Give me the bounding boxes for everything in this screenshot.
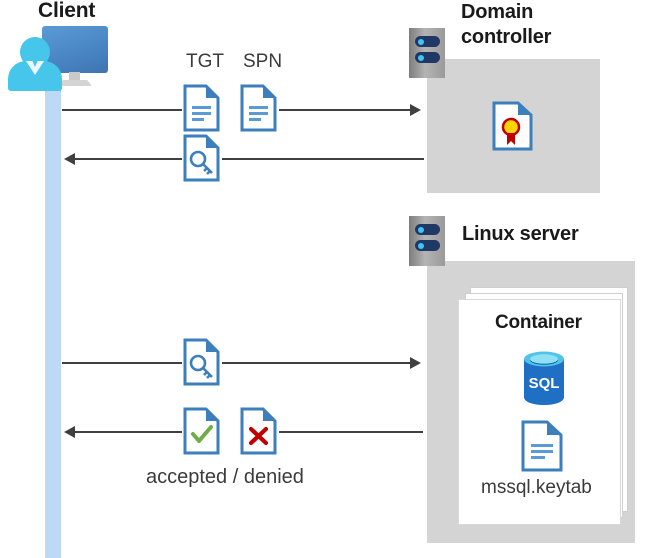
spn-document-icon (240, 84, 277, 132)
domain-controller-label-line1: Domain (461, 1, 534, 23)
msg-tgt-spn-request-line-right (279, 109, 411, 111)
msg-auth-result-arrowhead (64, 426, 75, 438)
tgt-document-icon (183, 84, 220, 132)
domain-controller-rack-icon (409, 28, 445, 78)
user-at-monitor-icon (6, 24, 108, 91)
key-document-icon-top (183, 134, 220, 182)
sql-database-text: SQL (529, 375, 560, 392)
msg-service-ticket-response-line-left (74, 158, 182, 160)
check-mark-icon (191, 425, 213, 443)
monitor-base-icon (58, 80, 92, 86)
monitor-neck-icon (69, 72, 80, 82)
tgt-label: TGT (186, 51, 224, 72)
person-collar-icon (26, 61, 44, 75)
key-document-icon-bottom (183, 338, 220, 386)
container-card-front (458, 299, 621, 525)
msg-ticket-presented-line-right (222, 362, 411, 364)
linux-server-rack-icon (409, 216, 445, 266)
denied-document-icon (240, 407, 277, 455)
msg-auth-result-line-right (279, 431, 423, 433)
container-label: Container (495, 312, 582, 333)
msg-ticket-presented-arrowhead (410, 357, 421, 369)
keytab-document-icon (521, 420, 563, 472)
msg-service-ticket-response-line-right (222, 158, 424, 160)
client-lifeline (45, 60, 61, 558)
keytab-filename-label: mssql.keytab (481, 477, 592, 498)
msg-auth-result-line-left (74, 431, 182, 433)
linux-server-label: Linux server (462, 223, 579, 245)
auth-result-label: accepted / denied (146, 466, 304, 488)
sql-database-icon: SQL (521, 350, 567, 406)
person-body-icon (8, 61, 62, 91)
cross-mark-icon (248, 426, 269, 446)
msg-service-ticket-response-arrowhead (64, 153, 75, 165)
spn-label: SPN (243, 51, 283, 72)
domain-controller-label-line2: controller (461, 26, 552, 48)
certificate-document-icon (492, 101, 533, 151)
msg-tgt-spn-request-arrowhead (410, 104, 421, 116)
msg-tgt-spn-request-line-left (62, 109, 182, 111)
accepted-document-icon (183, 407, 220, 455)
client-label: Client (38, 0, 96, 22)
msg-ticket-presented-line-left (62, 362, 182, 364)
